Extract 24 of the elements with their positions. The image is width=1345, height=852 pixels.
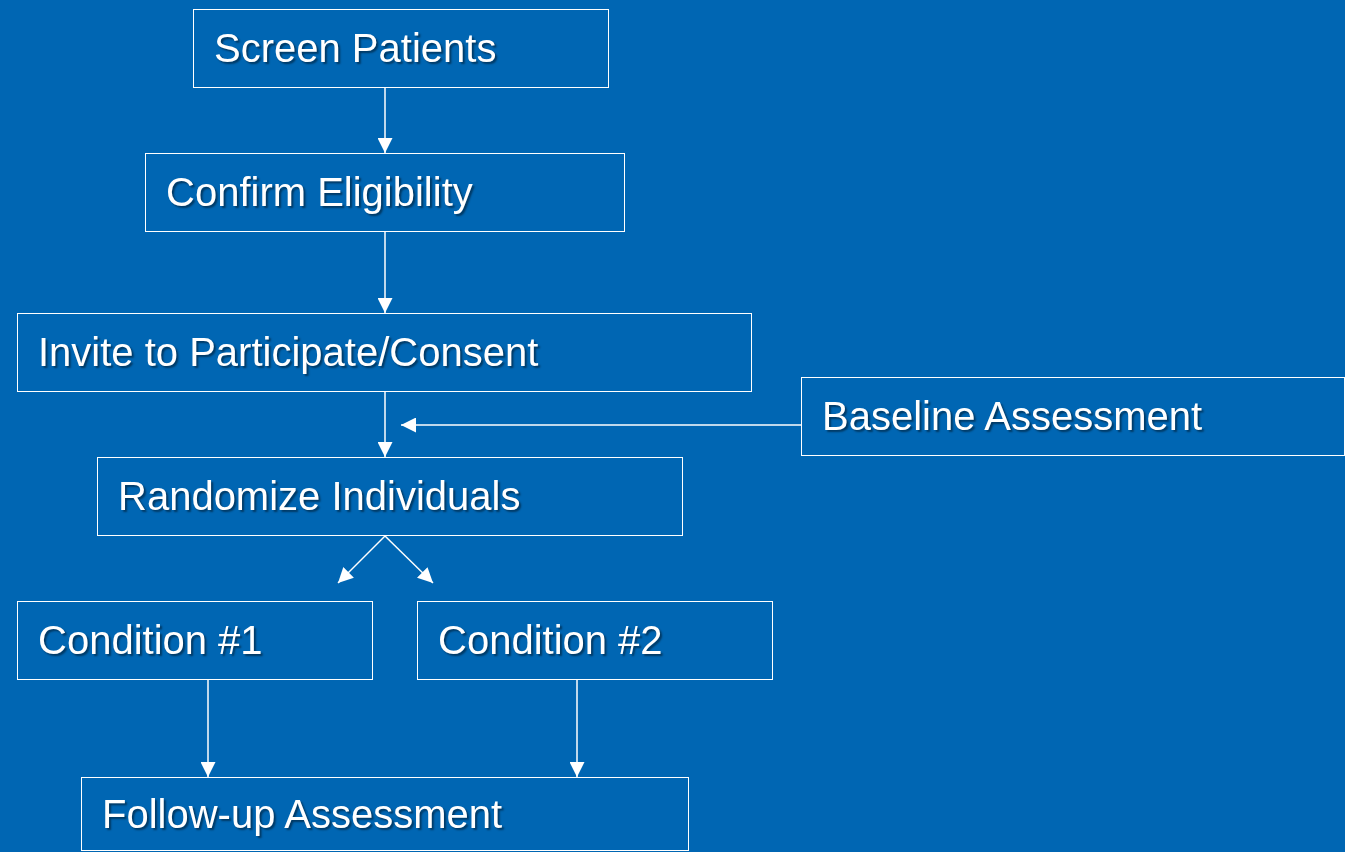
arrow <box>200 679 216 778</box>
step-label: Confirm Eligibility <box>166 170 473 215</box>
process-box <box>417 601 773 680</box>
step-label: Condition #2 <box>438 618 663 663</box>
step-label: Condition #1 <box>38 618 263 663</box>
step-label: Follow-up Assessment <box>102 791 503 837</box>
process-box <box>17 313 752 392</box>
arrow <box>377 231 393 314</box>
step-label: Baseline Assessment <box>822 394 1203 439</box>
arrow <box>377 87 393 154</box>
process-box <box>97 457 683 536</box>
arrow <box>337 535 386 584</box>
process-box <box>145 153 625 232</box>
step-label: Screen Patients <box>214 26 497 71</box>
process-box <box>801 377 1345 456</box>
step-label: Randomize Individuals <box>118 474 521 519</box>
arrow <box>400 417 802 433</box>
process-box <box>17 601 373 680</box>
process-box <box>81 777 689 851</box>
arrow <box>377 391 393 458</box>
process-box <box>193 9 609 88</box>
arrow <box>569 679 585 778</box>
step-label: Invite to Participate/Consent <box>38 330 539 375</box>
arrow <box>384 535 434 584</box>
